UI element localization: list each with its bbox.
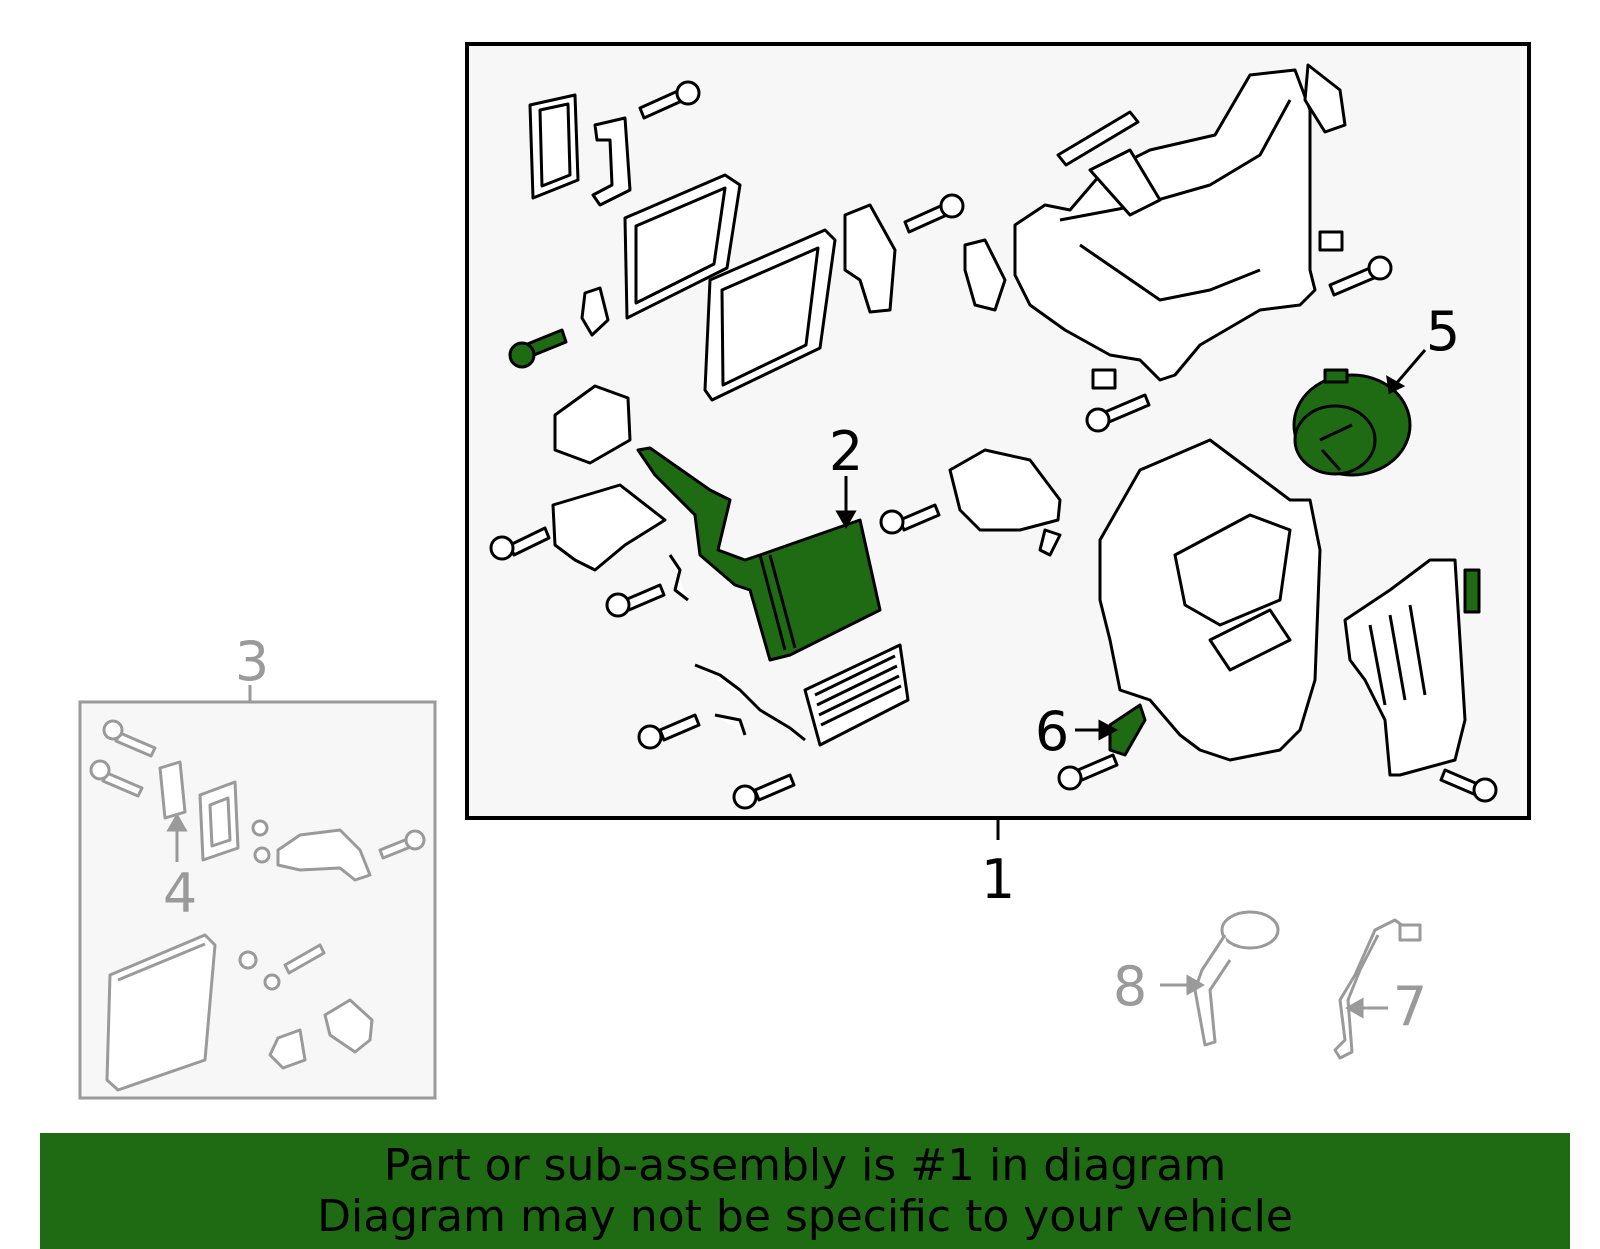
- info-banner: Part or sub-assembly is #1 in diagram Di…: [40, 1133, 1570, 1249]
- callout-4: 4: [163, 862, 197, 925]
- callout-leaders-gray: [166, 685, 1388, 1019]
- banner-line-1: Part or sub-assembly is #1 in diagram: [383, 1140, 1227, 1191]
- callout-leaders: [835, 349, 1427, 840]
- callout-5: 5: [1426, 300, 1460, 363]
- sub-box-parts: [89, 719, 426, 1092]
- banner-line-2: Diagram may not be specific to your vehi…: [317, 1191, 1293, 1242]
- main-box-parts: [489, 63, 1498, 810]
- highlighted-parts: [508, 328, 1481, 757]
- part-8-sensor: [1193, 910, 1280, 1047]
- callout-2: 2: [829, 420, 863, 483]
- callout-6: 6: [1035, 700, 1069, 763]
- blower-motor: [1292, 368, 1412, 477]
- green-strip: [1463, 568, 1481, 614]
- loose-parts: [1193, 910, 1422, 1060]
- heater-core: [636, 446, 882, 662]
- callout-7: 7: [1393, 975, 1427, 1038]
- part-6-clip: [1108, 703, 1147, 757]
- callout-8: 8: [1113, 955, 1147, 1018]
- callout-1: 1: [981, 848, 1015, 911]
- callout-3: 3: [235, 630, 269, 693]
- part-7-sensor: [1333, 918, 1422, 1060]
